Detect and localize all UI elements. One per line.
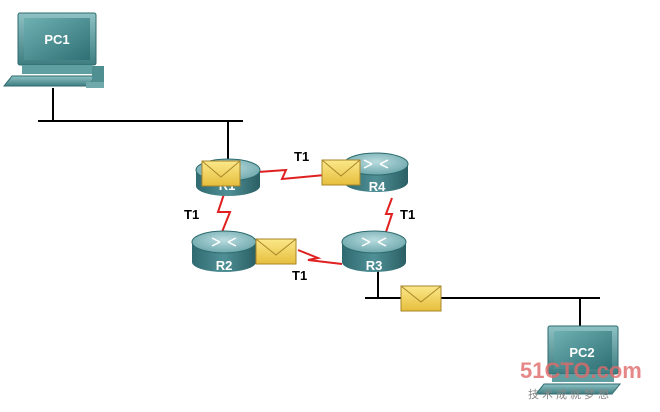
link-label-r1-r2: T1 [184, 207, 199, 222]
watermark-tagline: 技术成就梦想 [528, 387, 612, 401]
pc2-label: PC2 [569, 345, 594, 360]
pc2-computer[interactable]: PC2 [534, 325, 622, 395]
router-r2[interactable]: R2 [191, 230, 257, 273]
lan-segment-top [38, 88, 243, 160]
router-r3[interactable]: R3 [341, 230, 407, 273]
pc1-label: PC1 [44, 32, 69, 47]
router-icon [341, 230, 407, 272]
envelope-icon [201, 160, 241, 187]
serial-link-r4-r3 [384, 197, 394, 233]
computer-icon [2, 12, 104, 88]
envelope-icon [255, 238, 297, 265]
envelope-icon [400, 285, 442, 312]
envelope-icon [321, 159, 361, 186]
router-r2-label: R2 [216, 258, 233, 273]
watermark: 51CTO.com 技术成就梦想 [520, 358, 642, 401]
router-icon [191, 230, 257, 272]
pc1-computer[interactable]: PC1 [2, 12, 104, 88]
serial-link-r1-r4 [257, 168, 326, 181]
watermark-brand: 51CTO.com [520, 358, 642, 383]
link-label-r4-r3: T1 [400, 207, 415, 222]
router-r3-label: R3 [366, 258, 383, 273]
link-label-r2-r3: T1 [292, 268, 307, 283]
computer-icon [534, 325, 622, 395]
link-label-r1-r4: T1 [294, 149, 309, 164]
router-r4-label: R4 [369, 179, 386, 194]
serial-link-r2-r3 [297, 249, 343, 265]
serial-link-r1-r2 [216, 193, 232, 233]
lan-segment-bottom [365, 270, 600, 326]
